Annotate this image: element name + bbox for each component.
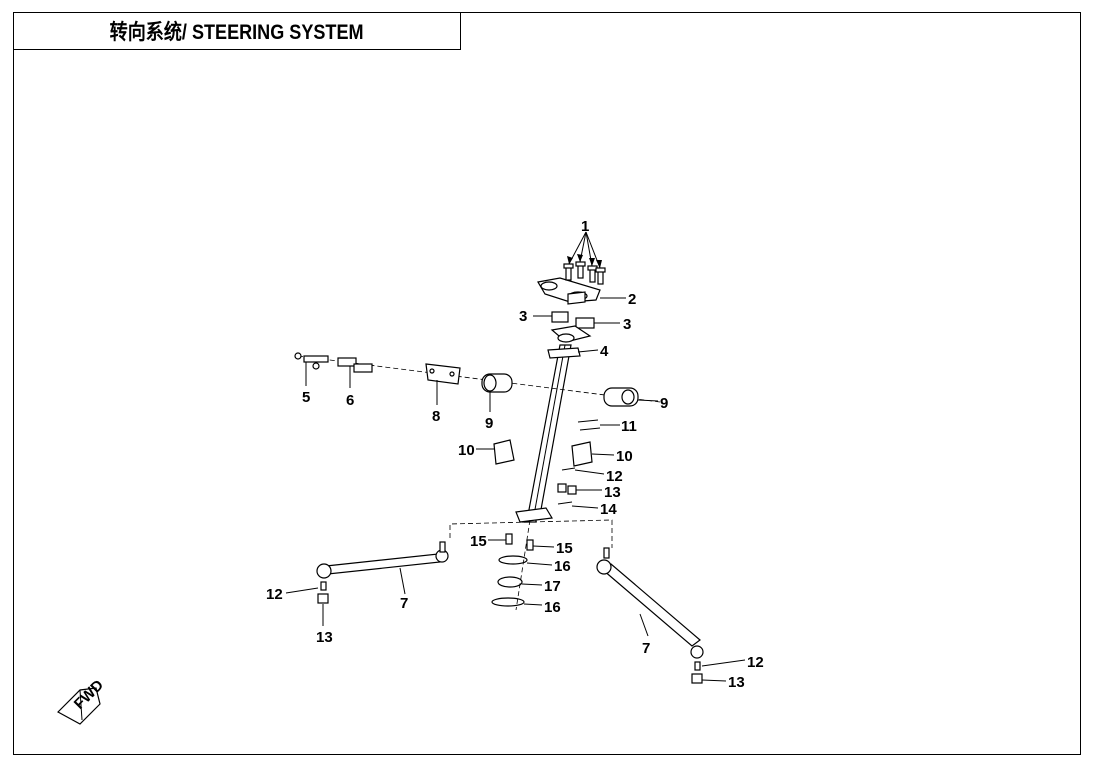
column-upper-mount [547,325,592,359]
lower-clamp-blocks [493,419,601,467]
callout-13-column: 13 [604,484,621,501]
callout-7-right: 7 [642,640,650,657]
callout-13-left: 13 [316,629,333,646]
callout-12-column: 12 [606,468,623,485]
callout-3-right: 3 [623,316,631,333]
callout-16-lower: 16 [544,599,561,616]
column-bearing-stack [557,467,577,505]
clamp-bushings [551,311,595,329]
callout-13-right: 13 [728,674,745,691]
callout-15-right: 15 [556,540,573,557]
callout-6: 6 [346,392,354,409]
column-lower-plate [515,507,553,523]
right-grip [603,387,639,407]
callout-9-left: 9 [485,415,493,432]
callout-14: 14 [600,501,617,518]
page-title: 转向系统/ STEERING SYSTEM [110,21,364,44]
callout-9-right: 9 [660,395,668,412]
callout-10-left: 10 [458,442,475,459]
right-tie-rod [596,547,704,684]
left-grip [481,373,513,393]
left-tie-rod [316,541,449,604]
drawing-frame [13,12,1081,755]
callout-8: 8 [432,408,440,425]
callout-10-right: 10 [616,448,633,465]
switch-bracket [425,363,461,385]
title-box: 转向系统/ STEERING SYSTEM [13,12,461,50]
callout-arrowheads [567,254,602,268]
callout-12-right: 12 [747,654,764,671]
lower-bearing-stack [491,533,534,607]
callout-16-upper: 16 [554,558,571,575]
callout-2: 2 [628,291,636,308]
callout-11: 11 [621,418,637,435]
callout-5: 5 [302,389,310,406]
callout-7-left: 7 [400,595,408,612]
handlebar-weights [337,357,373,373]
tie-rod-dash-lines [449,519,613,611]
clamp-bolts [563,261,606,285]
callout-12-left: 12 [266,586,283,603]
leader-lines [285,231,746,682]
handlebar-end-bolts [294,352,329,370]
callout-1: 1 [581,218,589,235]
callout-4: 4 [600,343,609,360]
fwd-arrow-icon: FWD [57,677,107,725]
handlebar-clamp [537,277,601,305]
callout-3-left: 3 [519,308,527,325]
callout-15-left: 15 [470,533,487,550]
callout-labels: 1 2 3 3 4 5 6 8 9 9 10 10 11 12 13 14 15… [266,218,764,691]
steering-column [521,344,572,523]
callout-17: 17 [544,578,561,595]
